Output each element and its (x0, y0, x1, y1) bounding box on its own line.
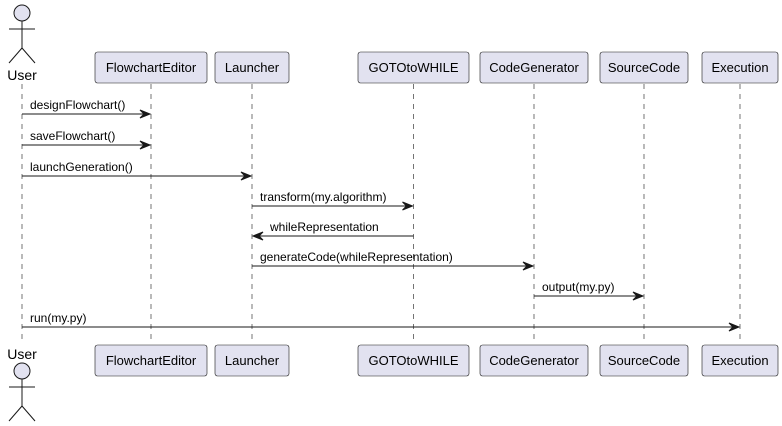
participant-label: GOTOtoWHILE (368, 60, 458, 75)
participant-box-codegen-top: CodeGenerator (479, 51, 589, 84)
participant-label: Launcher (225, 353, 280, 368)
participant-box-codegen-bottom: CodeGenerator (479, 344, 589, 377)
participant-label: Launcher (225, 60, 280, 75)
participant-box-exec-bottom: Execution (701, 344, 779, 377)
message-7: output(my.py) (534, 280, 645, 301)
participant-label: Execution (711, 353, 768, 368)
message-label: output(my.py) (542, 280, 614, 294)
message-label: transform(my.algorithm) (260, 190, 386, 204)
participant-box-goto-bottom: GOTOtoWHILE (357, 344, 470, 377)
participant-box-goto-top: GOTOtoWHILE (357, 51, 470, 84)
participant-label-top: User (7, 67, 37, 83)
actor-figure-icon (8, 4, 36, 64)
participant-label: SourceCode (608, 60, 680, 75)
arrowhead-icon (139, 140, 152, 150)
message-5: whileRepresentation (251, 220, 414, 241)
participant-label-bottom: User (7, 346, 37, 362)
participant-box-exec-top: Execution (701, 51, 779, 84)
message-label: whileRepresentation (269, 220, 379, 234)
participant-label: Execution (711, 60, 768, 75)
participant-label: GOTOtoWHILE (368, 353, 458, 368)
message-6: generateCode(whileRepresentation) (252, 250, 535, 271)
message-label: designFlowchart() (30, 98, 125, 112)
arrowhead-icon (139, 109, 152, 119)
arrowhead-icon (251, 231, 264, 241)
messages: designFlowchart() saveFlowchart() launchGe… (22, 98, 741, 332)
actor-figure-icon (8, 362, 36, 422)
lifelines (21, 84, 741, 344)
participant-box-launcher-bottom: Launcher (214, 344, 290, 377)
participant-label: CodeGenerator (489, 60, 579, 75)
arrowhead-icon (522, 261, 535, 271)
message-label: run(my.py) (30, 311, 86, 325)
message-label: launchGeneration() (30, 160, 133, 174)
arrowhead-icon (402, 201, 414, 211)
arrowhead-icon (632, 291, 645, 301)
participant-boxes: UserUserFlowchartEditorFlowchartEditorLa… (7, 4, 779, 422)
message-1: designFlowchart() (22, 98, 152, 119)
arrowhead-icon (728, 322, 741, 332)
message-2: saveFlowchart() (22, 129, 152, 150)
participant-box-editor-bottom: FlowchartEditor (94, 344, 208, 377)
message-8: run(my.py) (22, 311, 741, 332)
participant-label: SourceCode (608, 353, 680, 368)
participant-label: CodeGenerator (489, 353, 579, 368)
message-label: generateCode(whileRepresentation) (260, 250, 453, 264)
participant-box-source-top: SourceCode (599, 51, 689, 84)
message-4: transform(my.algorithm) (252, 190, 414, 211)
participant-label: FlowchartEditor (106, 353, 197, 368)
participant-box-launcher-top: Launcher (214, 51, 290, 84)
message-3: launchGeneration() (22, 160, 253, 181)
participant-box-source-bottom: SourceCode (599, 344, 689, 377)
participant-label: FlowchartEditor (106, 60, 197, 75)
participant-box-editor-top: FlowchartEditor (94, 51, 208, 84)
message-label: saveFlowchart() (30, 129, 115, 143)
arrowhead-icon (240, 171, 253, 181)
